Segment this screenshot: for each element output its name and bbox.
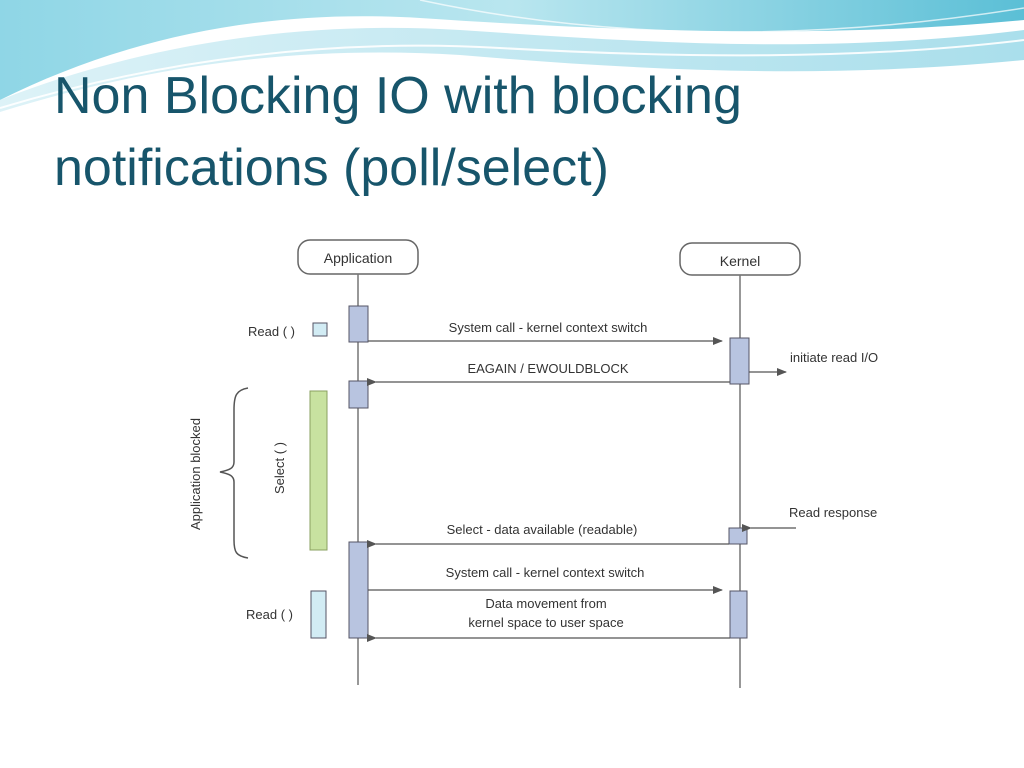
actor-application: Application [297,239,419,275]
msg-syscall-1: System call - kernel context switch [449,320,648,335]
label-read-top: Read ( ) [248,324,295,339]
title-line-2: notifications (poll/select) [54,139,609,197]
label-read-response: Read response [789,505,877,520]
select-blocked-bar [309,390,328,551]
msg-eagain: EAGAIN / EWOULDBLOCK [467,361,628,376]
msg-data-movement-line-2: kernel space to user space [468,615,623,630]
msg-data-movement-line-1: Data movement from [485,596,606,611]
app-activation-read [348,305,369,343]
slide-title: Non Blocking IO with blocking notificati… [54,60,994,204]
kernel-activation-read [729,337,750,385]
read-top-box [312,322,328,337]
app-activation-eagain [348,380,369,409]
label-read-bottom: Read ( ) [246,607,293,622]
msg-syscall-2: System call - kernel context switch [446,565,645,580]
app-activation-data [348,541,369,639]
header-wave-decoration [0,0,1024,112]
label-initiate-read: initiate read I/O [790,350,878,365]
label-app-blocked: Application blocked [188,418,203,530]
read-bottom-box [310,590,327,639]
title-line-1: Non Blocking IO with blocking [54,67,742,125]
actor-application-label: Application [324,250,393,266]
kernel-activation-response [728,527,748,545]
msg-select-available: Select - data available (readable) [447,522,638,537]
actor-kernel-label: Kernel [720,253,760,269]
actor-kernel: Kernel [679,242,801,276]
blocked-brace [219,387,249,559]
kernel-activation-data [729,590,748,639]
label-select: Select ( ) [272,442,287,494]
